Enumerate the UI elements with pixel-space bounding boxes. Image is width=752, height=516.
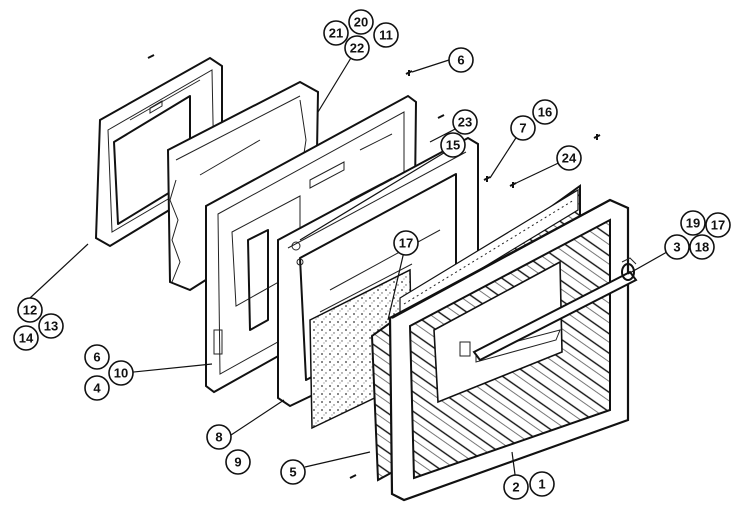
callout-19: 19 [680,210,706,236]
svg-text:5: 5 [289,465,296,480]
svg-text:6: 6 [457,53,464,68]
svg-text:15: 15 [446,138,460,153]
callout-6-left: 6 [84,344,110,370]
svg-text:21: 21 [329,26,343,41]
callout-7: 7 [510,115,536,141]
svg-text:7: 7 [519,121,526,136]
callout-5: 5 [280,459,306,485]
callout-14: 14 [13,325,39,351]
callout-1: 1 [529,471,555,497]
callout-2: 2 [503,474,529,500]
svg-text:13: 13 [44,319,58,334]
callout-12: 12 [17,297,43,323]
leader-lines [29,47,675,483]
svg-text:20: 20 [354,15,368,30]
outer-door-frame [388,198,630,502]
callout-21: 21 [323,20,349,46]
callout-3: 3 [664,234,690,260]
callout-9: 9 [225,449,251,475]
callout-6-top: 6 [448,47,474,73]
svg-text:10: 10 [114,366,128,381]
callout-10: 10 [108,360,134,386]
svg-text:23: 23 [458,115,472,130]
door-handle [472,257,638,362]
svg-text:6: 6 [93,350,100,365]
callout-8: 8 [206,424,232,450]
svg-text:9: 9 [234,455,241,470]
screws [147,54,601,479]
svg-text:8: 8 [215,430,222,445]
callout-23: 23 [452,109,478,135]
svg-text:17: 17 [711,218,725,233]
svg-text:1: 1 [538,477,545,492]
svg-text:24: 24 [562,151,577,166]
svg-text:2: 2 [512,480,519,495]
callout-20: 20 [348,9,374,35]
callout-17-right: 17 [705,212,731,238]
callout-22: 22 [344,35,370,61]
svg-text:18: 18 [695,240,709,255]
svg-text:17: 17 [399,236,413,251]
callout-11: 11 [373,22,399,48]
svg-text:12: 12 [23,303,37,318]
callout-17-mid: 17 [393,230,419,256]
svg-text:14: 14 [19,331,34,346]
svg-text:11: 11 [379,28,393,43]
callout-16: 16 [532,99,558,125]
svg-text:19: 19 [686,216,700,231]
svg-text:16: 16 [538,105,552,120]
svg-text:3: 3 [673,240,680,255]
callout-15: 15 [440,132,466,158]
svg-text:22: 22 [350,41,364,56]
callout-24: 24 [556,145,582,171]
callout-4: 4 [84,375,110,401]
callout-18: 18 [689,234,715,260]
svg-text:4: 4 [93,381,101,396]
callout-13: 13 [38,313,64,339]
